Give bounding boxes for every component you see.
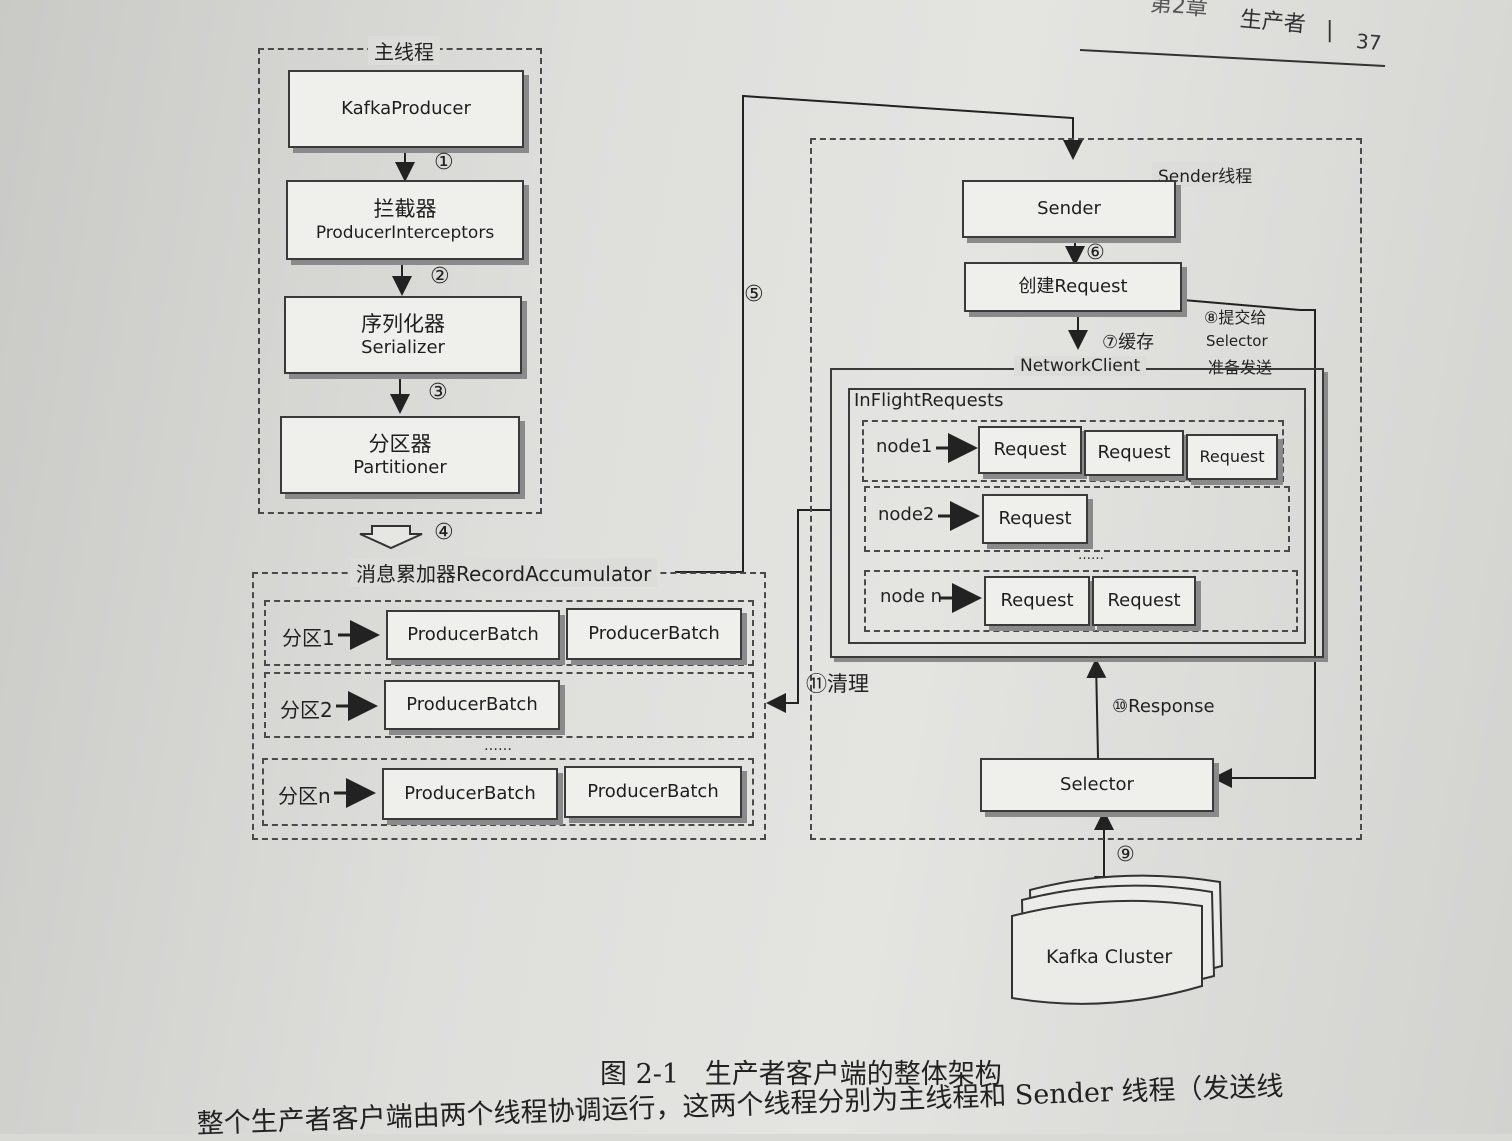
node-row-n: [864, 570, 1298, 632]
interceptor-en: ProducerInterceptors: [315, 222, 495, 243]
node-row-2: [864, 486, 1290, 552]
section-title: 生产者: [1238, 7, 1307, 38]
partitioner-en: Partitioner: [353, 456, 447, 478]
producer-batch-label: ProducerBatch: [587, 780, 719, 802]
sender-box: Sender: [962, 180, 1176, 238]
partition-1-label: 分区1: [282, 626, 335, 650]
step-6-marker: ⑥: [1086, 240, 1105, 264]
request-label: Request: [1199, 447, 1265, 466]
request-box: Request: [1186, 434, 1278, 480]
producer-batch: ProducerBatch: [384, 680, 560, 730]
producer-batch-label: ProducerBatch: [404, 782, 536, 804]
serializer-zh: 序列化器: [361, 311, 445, 336]
kafka-cluster-icon: [1012, 876, 1224, 1006]
step-8-line-1: ⑧提交给: [1204, 308, 1267, 327]
producer-batch-label: ProducerBatch: [406, 693, 538, 715]
step-9-marker: ⑨: [1116, 842, 1135, 866]
node-ellipsis: ……: [1078, 548, 1104, 563]
request-box: Request: [1092, 576, 1196, 626]
producer-batch: ProducerBatch: [564, 766, 742, 818]
partition-2-label: 分区2: [280, 698, 333, 722]
figure-caption: 图 2-1 生产者客户端的整体架构: [600, 1059, 1002, 1090]
partition-n-label: 分区n: [278, 784, 331, 808]
interceptor-box: 拦截器 ProducerInterceptors: [286, 180, 524, 260]
request-label: Request: [1097, 441, 1171, 463]
request-box: Request: [984, 576, 1090, 626]
request-box: Request: [982, 494, 1088, 544]
request-label: Request: [993, 438, 1067, 460]
step-8-line-3: 准备发送: [1208, 358, 1273, 377]
header-separator: |: [1326, 18, 1334, 43]
request-label: Request: [998, 507, 1072, 529]
partition-row-1: [264, 600, 754, 666]
serializer-en: Serializer: [361, 336, 445, 358]
kafka-cluster-label: Kafka Cluster: [1046, 946, 1173, 968]
serializer-box: 序列化器 Serializer: [284, 296, 522, 374]
producer-batch: ProducerBatch: [566, 608, 742, 660]
producer-batch: ProducerBatch: [386, 610, 560, 660]
sender-thread-label: Sender线程: [1152, 162, 1259, 187]
request-box: Request: [1084, 430, 1184, 476]
partition-row-n: [262, 758, 754, 826]
producer-batch: ProducerBatch: [382, 768, 558, 820]
step-7-marker: ⑦缓存: [1102, 332, 1155, 353]
kafka-producer-label: KafkaProducer: [341, 97, 471, 119]
step-1-marker: ①: [434, 150, 454, 175]
network-client-label: NetworkClient: [1014, 356, 1147, 376]
main-thread-label: 主线程: [368, 36, 440, 65]
step-4-marker: ④: [434, 520, 454, 545]
node-n-label: node n: [880, 586, 943, 607]
step-10-marker: ⑩Response: [1112, 696, 1215, 717]
request-label: Request: [1107, 589, 1181, 611]
producer-batch-label: ProducerBatch: [588, 622, 720, 644]
create-request-label: 创建Request: [1018, 275, 1128, 297]
page-number: 37: [1355, 28, 1383, 56]
node-2-label: node2: [878, 504, 935, 525]
request-box: Request: [978, 426, 1082, 474]
selector-label: Selector: [1060, 773, 1134, 795]
producer-batch-label: ProducerBatch: [407, 623, 539, 645]
kafka-producer-box: KafkaProducer: [288, 70, 524, 148]
in-flight-requests-frame: [848, 388, 1306, 644]
step-2-marker: ②: [430, 264, 450, 289]
node-1-label: node1: [876, 436, 933, 457]
in-flight-requests-label: InFlightRequests: [854, 390, 1004, 411]
sender-label: Sender: [1037, 197, 1101, 219]
partitioner-zh: 分区器: [368, 431, 432, 456]
create-request-box: 创建Request: [964, 262, 1182, 312]
partitioner-box: 分区器 Partitioner: [280, 416, 520, 494]
accumulator-label: 消息累加器RecordAccumulator: [350, 558, 658, 587]
interceptor-zh: 拦截器: [373, 197, 437, 222]
node-row-1: [862, 420, 1284, 482]
sender-thread-frame: [810, 138, 1362, 840]
request-label: Request: [1000, 589, 1074, 611]
partition-row-2: [264, 672, 754, 738]
step-3-marker: ③: [428, 380, 448, 405]
selector-box: Selector: [980, 758, 1214, 812]
step-5-marker: ⑤: [744, 282, 764, 307]
step-8-line-2: Selector: [1206, 332, 1268, 350]
accumulator-ellipsis: ……: [484, 738, 512, 754]
step-11-marker: ⑪清理: [806, 672, 869, 696]
